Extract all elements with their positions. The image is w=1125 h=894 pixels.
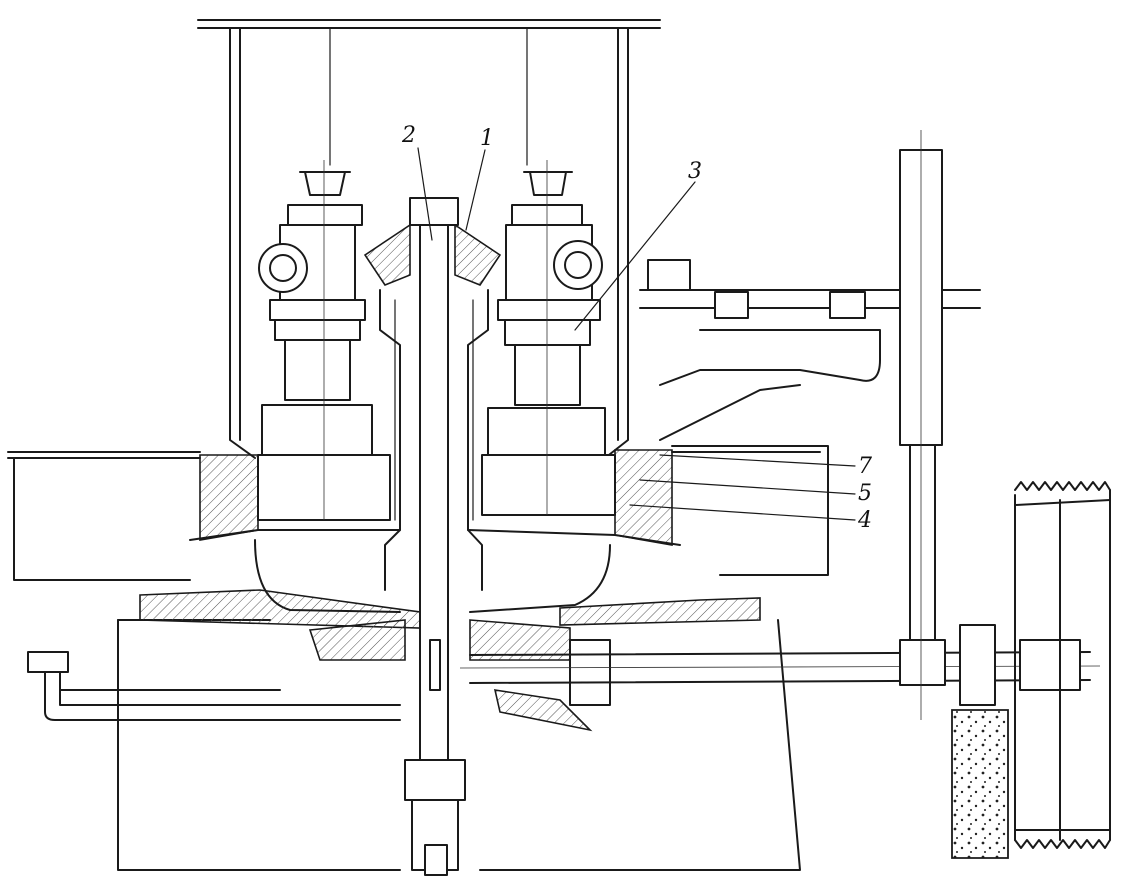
callout-7: 7: [858, 454, 872, 479]
leader-3: [574, 181, 696, 331]
grinding-bowl: [189, 449, 681, 546]
callout-4: 4: [857, 508, 872, 533]
oil-supply-pipe: [27, 651, 401, 721]
callout-labels: 2 1 3 7 5 4: [401, 123, 872, 533]
left-roller-assembly: [257, 160, 391, 521]
belt-pulley: [1014, 481, 1111, 849]
leader-2: [417, 147, 433, 241]
callout-leaders: [417, 147, 856, 521]
callout-1: 1: [480, 126, 494, 151]
counterweight-block: [951, 709, 1009, 859]
foundation-base: [117, 589, 801, 871]
suspension-rods: [329, 27, 528, 166]
callout-5: 5: [858, 481, 872, 506]
lower-gear-housing: [254, 539, 611, 732]
right-roller-assembly: [481, 160, 616, 516]
annular-trough: [7, 445, 829, 581]
central-shaft: [363, 197, 502, 876]
leader-7: [659, 454, 856, 467]
shaft-coupling: [959, 624, 1081, 706]
callout-3: 3: [688, 159, 702, 184]
leader-4: [629, 504, 856, 521]
upper-housing: [197, 19, 661, 459]
leader-5: [639, 479, 856, 495]
callout-2: 2: [401, 123, 416, 148]
leader-1: [465, 149, 486, 231]
control-column: [899, 130, 946, 720]
